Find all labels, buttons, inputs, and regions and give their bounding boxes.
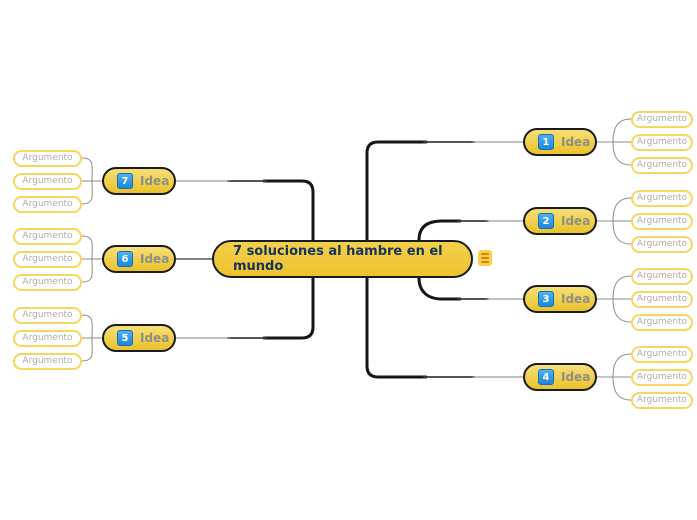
- argument-node[interactable]: Argumento: [13, 195, 82, 213]
- argument-node[interactable]: Argumento: [13, 306, 82, 324]
- argument-node[interactable]: Argumento: [631, 313, 693, 331]
- hamburger-bar: [481, 257, 489, 259]
- branch-connectors: [175, 140, 524, 379]
- argument-node[interactable]: Argumento: [631, 391, 693, 409]
- argument-node[interactable]: Argumento: [13, 273, 82, 291]
- idea-number-badge: 4: [538, 369, 554, 385]
- argument-node[interactable]: Argumento: [13, 172, 82, 190]
- idea-number-badge: 5: [117, 330, 133, 346]
- root-node[interactable]: 7 soluciones al hambre en el mundo: [212, 240, 473, 278]
- argument-node[interactable]: Argumento: [631, 110, 693, 128]
- root-node-label: 7 soluciones al hambre en el mundo: [233, 244, 443, 274]
- idea-node-5[interactable]: 5 Idea: [102, 324, 176, 352]
- argument-node[interactable]: Argumento: [13, 227, 82, 245]
- argument-node[interactable]: Argumento: [631, 212, 693, 230]
- leaf-connectors: [81, 118, 632, 401]
- argument-node[interactable]: Argumento: [631, 156, 693, 174]
- argument-node[interactable]: Argumento: [631, 267, 693, 285]
- argument-node[interactable]: Argumento: [631, 133, 693, 151]
- argument-node[interactable]: Argumento: [631, 235, 693, 253]
- idea-node-4[interactable]: 4 Idea: [523, 363, 597, 391]
- idea-number-badge: 6: [117, 251, 133, 267]
- idea-node-1[interactable]: 1 Idea: [523, 128, 597, 156]
- idea-number-badge: 2: [538, 213, 554, 229]
- idea-number-badge: 7: [117, 173, 133, 189]
- idea-node-3[interactable]: 3 Idea: [523, 285, 597, 313]
- idea-node-2[interactable]: 2 Idea: [523, 207, 597, 235]
- idea-node-7[interactable]: 7 Idea: [102, 167, 176, 195]
- idea-node-6[interactable]: 6 Idea: [102, 245, 176, 273]
- idea-label: Idea: [561, 370, 591, 384]
- idea-number-badge: 3: [538, 291, 554, 307]
- hamburger-icon[interactable]: [478, 250, 492, 266]
- idea-label: Idea: [140, 174, 170, 188]
- idea-label: Idea: [561, 292, 591, 306]
- idea-number-badge: 1: [538, 134, 554, 150]
- argument-node[interactable]: Argumento: [13, 149, 82, 167]
- argument-node[interactable]: Argumento: [631, 189, 693, 207]
- argument-node[interactable]: Argumento: [631, 345, 693, 363]
- idea-label: Idea: [561, 135, 591, 149]
- argument-node[interactable]: Argumento: [631, 290, 693, 308]
- hamburger-bar: [481, 261, 489, 263]
- idea-label: Idea: [140, 252, 170, 266]
- argument-node[interactable]: Argumento: [13, 352, 82, 370]
- argument-node[interactable]: Argumento: [13, 250, 82, 268]
- argument-node[interactable]: Argumento: [631, 368, 693, 386]
- argument-node[interactable]: Argumento: [13, 329, 82, 347]
- idea-label: Idea: [561, 214, 591, 228]
- hamburger-bar: [481, 253, 489, 255]
- idea-label: Idea: [140, 331, 170, 345]
